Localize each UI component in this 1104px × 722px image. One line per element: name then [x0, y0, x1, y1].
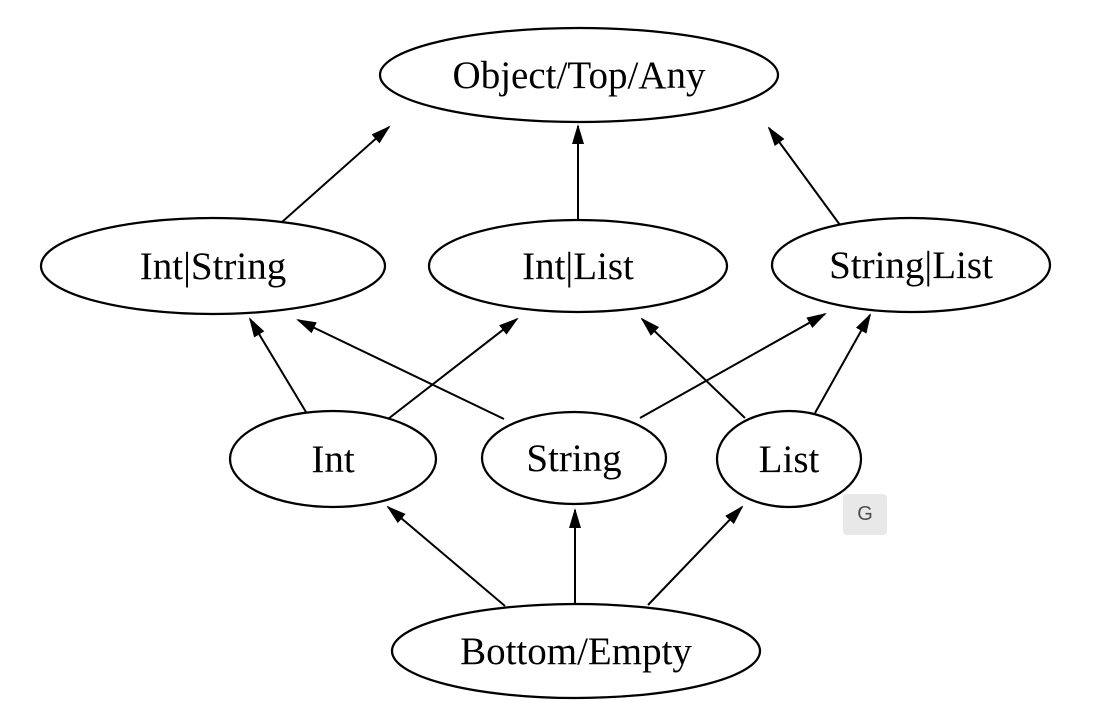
node-int-string: Int|String	[39, 216, 387, 316]
node-int-string-shape	[39, 216, 387, 316]
node-list-label: List	[759, 438, 820, 481]
node-object-top-any-shape	[378, 26, 780, 124]
node-int-list: Int|List	[427, 218, 729, 314]
node-layer: Object/Top/Any Int|String Int|List Strin…	[39, 26, 1052, 700]
node-object-top-any-label: Object/Top/Any	[453, 54, 706, 97]
edge-bottom-to-list	[647, 505, 744, 606]
edge-list-to-string-list	[814, 313, 871, 414]
node-string-label: String	[526, 437, 621, 480]
node-string-list: String|List	[770, 216, 1052, 314]
node-list: List	[715, 409, 863, 509]
grammarly-extension-badge[interactable]: G	[843, 494, 887, 535]
edge-bottom-to-int	[386, 505, 506, 607]
edge-string-to-int-string	[296, 319, 505, 420]
edge-int-to-int-list	[387, 317, 519, 420]
node-string-shape	[480, 410, 668, 506]
node-bottom-empty: Bottom/Empty	[390, 602, 762, 700]
node-list-shape	[715, 409, 863, 509]
edge-layer	[248, 124, 871, 607]
node-int-label: Int	[311, 438, 354, 481]
edge-int-to-int-string	[248, 317, 307, 413]
edge-list-to-int-list	[640, 317, 746, 419]
edge-string-to-string-list	[639, 313, 827, 419]
node-int-list-shape	[427, 218, 729, 314]
node-int: Int	[228, 409, 438, 509]
node-int-list-label: Int|List	[522, 245, 634, 288]
node-string: String	[480, 410, 668, 506]
edge-int-string-to-top	[281, 125, 391, 223]
node-object-top-any: Object/Top/Any	[378, 26, 780, 124]
node-bottom-empty-label: Bottom/Empty	[460, 630, 692, 673]
node-int-shape	[228, 409, 438, 509]
node-string-list-label: String|List	[829, 244, 993, 287]
node-bottom-empty-shape	[390, 602, 762, 700]
edge-string-list-to-top	[767, 126, 841, 226]
node-string-list-shape	[770, 216, 1052, 314]
node-int-string-label: Int|String	[140, 245, 286, 288]
